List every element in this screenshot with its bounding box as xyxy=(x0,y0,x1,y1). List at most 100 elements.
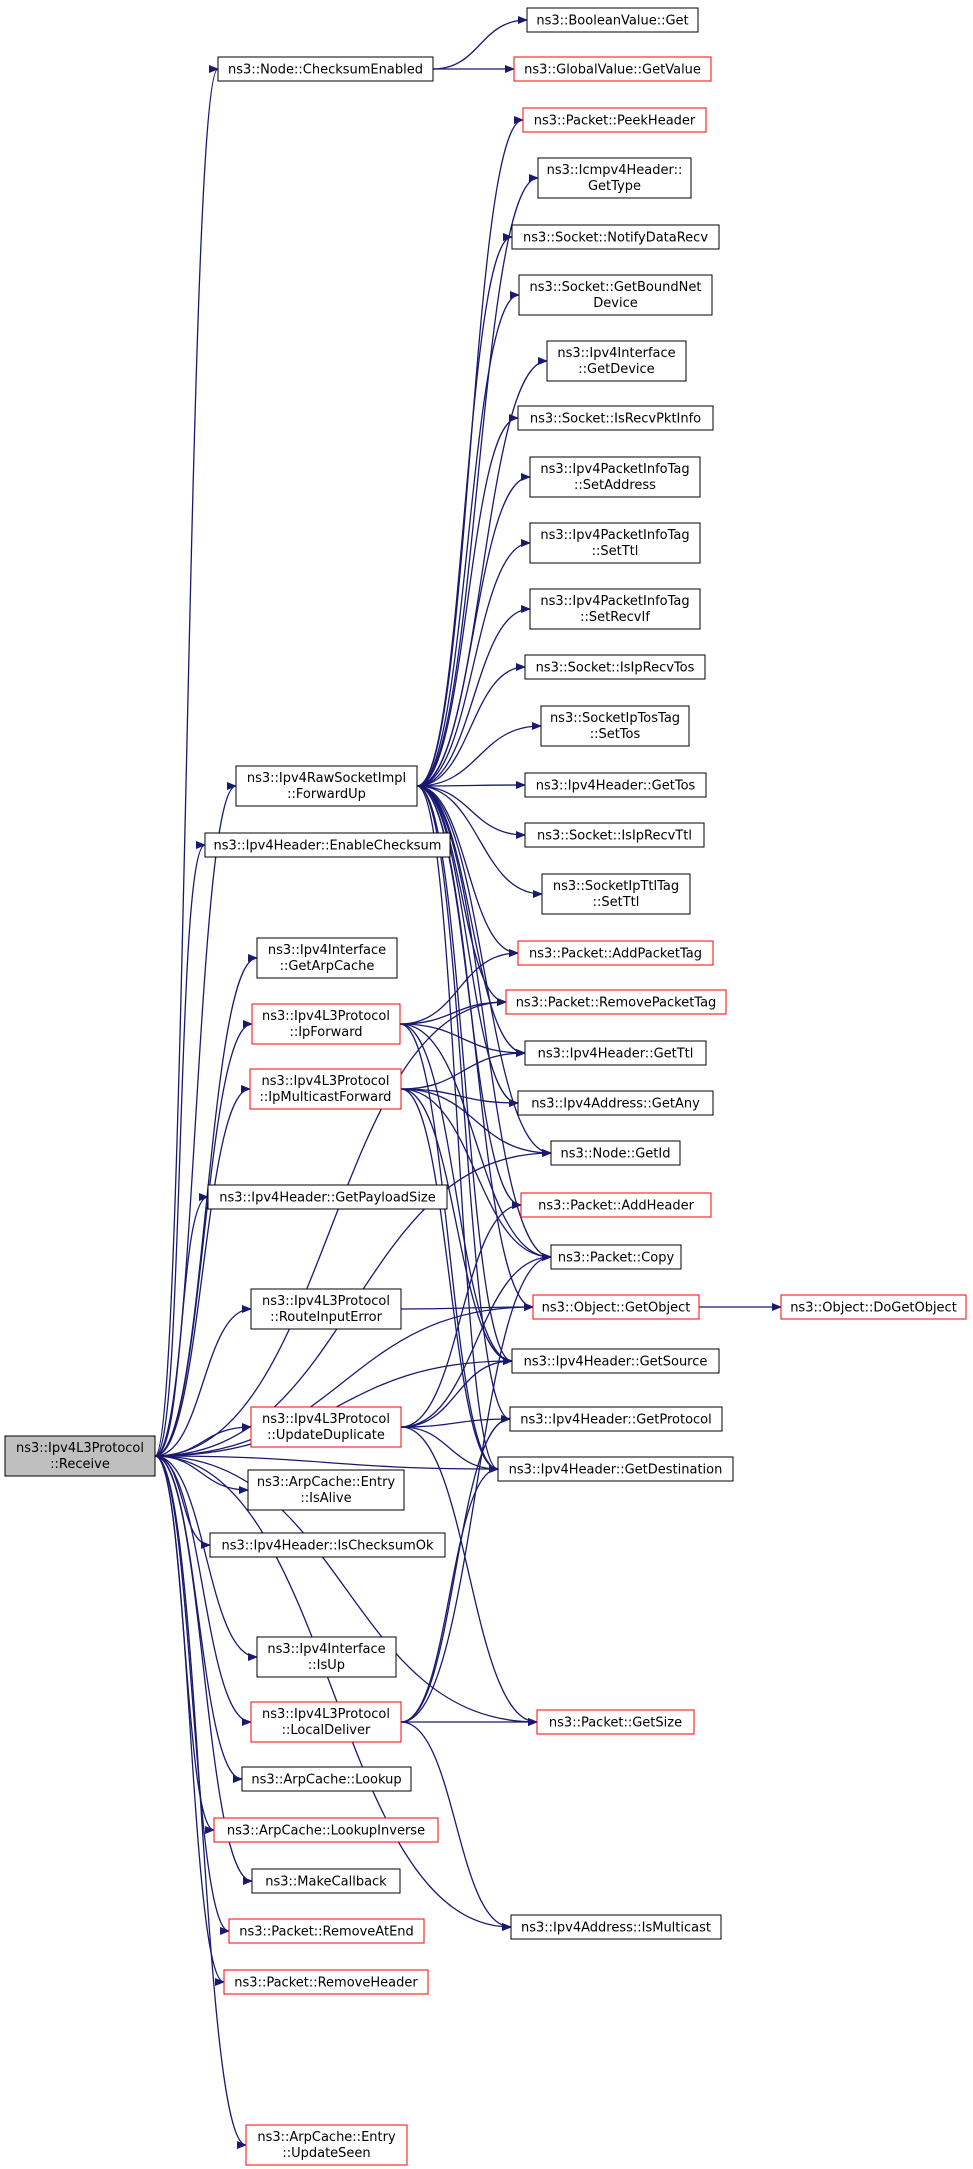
node-pktinfotag_setttl[interactable]: ns3::Ipv4PacketInfoTag::SetTtl xyxy=(529,522,701,564)
node-boolean_get[interactable]: ns3::BooleanValue::Get xyxy=(526,7,699,33)
node-label: ns3::Ipv4PacketInfoTag xyxy=(540,594,689,609)
node-label: ::LocalDeliver xyxy=(282,1723,371,1738)
edge-rawsocket_forwardup-to-ipv4header_getsource xyxy=(416,785,513,1365)
edge-updateduplicate-to-packet_copy xyxy=(400,1253,552,1428)
edge-rawsocket_forwardup-to-icmpv4_gettype xyxy=(416,174,539,787)
node-rawsocket_forwardup[interactable]: ns3::Ipv4RawSocketImpl::ForwardUp xyxy=(235,765,418,807)
node-label: ns3::Socket::IsRecvPktInfo xyxy=(530,412,701,427)
node-label: ::SetAddress xyxy=(574,478,656,493)
node-label: ns3::Ipv4L3Protocol xyxy=(16,1441,144,1456)
node-label: ::IsUp xyxy=(308,1658,345,1673)
node-ipv4header_getpayloadsize[interactable]: ns3::Ipv4Header::GetPayloadSize xyxy=(207,1184,448,1210)
node-makecallback[interactable]: ns3::MakeCallback xyxy=(251,1868,401,1894)
node-object_getobject[interactable]: ns3::Object::GetObject xyxy=(532,1294,700,1320)
edge-receive-to-packet_removepackettag xyxy=(154,998,507,1457)
edge-receive-to-ipv4address_ismulticast xyxy=(154,1455,512,1931)
node-label: ns3::Ipv4PacketInfoTag xyxy=(540,528,689,543)
node-box xyxy=(256,937,398,979)
node-ipv4if_getdevice[interactable]: ns3::Ipv4Interface::GetDevice xyxy=(546,340,687,382)
node-box xyxy=(511,224,720,250)
node-ipv4if_isup[interactable]: ns3::Ipv4Interface::IsUp xyxy=(256,1636,397,1678)
node-ipmulticastforward[interactable]: ns3::Ipv4L3Protocol::IpMulticastForward xyxy=(249,1068,402,1110)
node-icmpv4_gettype[interactable]: ns3::Icmpv4Header::GetType xyxy=(537,157,692,199)
edges-layer xyxy=(154,16,782,2149)
node-ipv4address_ismulticast[interactable]: ns3::Ipv4Address::IsMulticast xyxy=(510,1914,722,1940)
node-label: ::IsAlive xyxy=(300,1491,351,1506)
edge-receive-to-ipv4if_isup xyxy=(154,1455,258,1661)
node-arpcache_lookup[interactable]: ns3::ArpCache::Lookup xyxy=(241,1766,412,1792)
node-box xyxy=(529,522,701,564)
node-ipv4header_enablechecksum[interactable]: ns3::Ipv4Header::EnableChecksum xyxy=(204,832,451,858)
node-pktinfotag_setaddress[interactable]: ns3::Ipv4PacketInfoTag::SetAddress xyxy=(529,456,701,498)
node-arpcache_lookupinverse[interactable]: ns3::ArpCache::LookupInverse xyxy=(213,1817,439,1843)
edge-rawsocket_forwardup-to-ipv4address_getany xyxy=(416,785,519,1107)
node-global_getvalue[interactable]: ns3::GlobalValue::GetValue xyxy=(513,56,712,82)
node-label: ns3::Ipv4Interface xyxy=(267,1642,385,1657)
node-packet_addheader[interactable]: ns3::Packet::AddHeader xyxy=(520,1192,712,1218)
node-socket_isrecvpktinfo[interactable]: ns3::Socket::IsRecvPktInfo xyxy=(517,405,714,431)
node-label: ns3::Packet::Copy xyxy=(558,1251,675,1266)
node-label: Device xyxy=(593,296,637,311)
node-box xyxy=(550,1244,682,1270)
node-socketipttltag_setttl[interactable]: ns3::SocketIpTtlTag::SetTtl xyxy=(541,873,691,915)
node-box xyxy=(204,832,451,858)
edge-rawsocket_forwardup-to-socket_notifydatarecv xyxy=(416,233,513,787)
node-box xyxy=(524,822,705,848)
node-box xyxy=(517,940,714,966)
node-arpentry_isalive[interactable]: ns3::ArpCache::Entry::IsAlive xyxy=(247,1469,405,1511)
node-pktinfotag_setrecvif[interactable]: ns3::Ipv4PacketInfoTag::SetRecvIf xyxy=(529,588,701,630)
node-socketiptostag_settos[interactable]: ns3::SocketIpTosTag::SetTos xyxy=(540,705,690,747)
edge-ipforward-to-ipv4header_getdestination xyxy=(399,1023,499,1473)
edge-rawsocket_forwardup-to-object_getobject xyxy=(416,785,534,1311)
node-ipv4header_getdestination[interactable]: ns3::Ipv4Header::GetDestination xyxy=(497,1456,734,1482)
node-updateduplicate[interactable]: ns3::Ipv4L3Protocol::UpdateDuplicate xyxy=(250,1406,402,1448)
node-box xyxy=(550,1140,681,1166)
node-packet_getsize[interactable]: ns3::Packet::GetSize xyxy=(536,1709,695,1735)
edge-rawsocket_forwardup-to-ipv4header_gettos xyxy=(416,781,526,790)
node-box xyxy=(510,1914,722,1940)
node-ipforward[interactable]: ns3::Ipv4L3Protocol::IpForward xyxy=(251,1003,401,1045)
node-receive[interactable]: ns3::Ipv4L3Protocol::Receive xyxy=(4,1435,156,1477)
node-ipv4header_ischecksumok[interactable]: ns3::Ipv4Header::IsChecksumOk xyxy=(209,1532,446,1558)
edge-ipmulticastforward-to-ipv4header_getsource xyxy=(400,1088,513,1365)
node-box xyxy=(235,765,418,807)
edge-receive-to-ipmulticastforward xyxy=(154,1085,251,1457)
node-ipv4header_getprotocol[interactable]: ns3::Ipv4Header::GetProtocol xyxy=(509,1406,723,1432)
edge-receive-to-arpentry_updateseen xyxy=(154,1455,247,2149)
node-ipv4header_gettos[interactable]: ns3::Ipv4Header::GetTos xyxy=(524,772,707,798)
node-packet_removeheader[interactable]: ns3::Packet::RemoveHeader xyxy=(223,1969,429,1995)
node-localdeliver[interactable]: ns3::Ipv4L3Protocol::LocalDeliver xyxy=(250,1701,402,1743)
edge-rawsocket_forwardup-to-pktinfotag_setttl xyxy=(416,539,531,787)
node-packet_copy[interactable]: ns3::Packet::Copy xyxy=(550,1244,682,1270)
node-packet_addpackettag[interactable]: ns3::Packet::AddPacketTag xyxy=(517,940,714,966)
node-checksum_enabled[interactable]: ns3::Node::ChecksumEnabled xyxy=(217,56,434,82)
node-label: ns3::Ipv4L3Protocol xyxy=(262,1412,390,1427)
edge-localdeliver-to-ipv4header_getprotocol xyxy=(400,1415,511,1723)
edge-checksum_enabled-to-boolean_get xyxy=(432,16,528,70)
node-ipv4header_getsource[interactable]: ns3::Ipv4Header::GetSource xyxy=(511,1348,720,1374)
node-socket_notifydatarecv[interactable]: ns3::Socket::NotifyDataRecv xyxy=(511,224,720,250)
node-box xyxy=(529,588,701,630)
node-ipv4if_getarpcache[interactable]: ns3::Ipv4Interface::GetArpCache xyxy=(256,937,398,979)
node-socket_isiprecvtos[interactable]: ns3::Socket::IsIpRecvTos xyxy=(524,654,706,680)
node-box xyxy=(249,1068,402,1110)
node-object_dogetobject[interactable]: ns3::Object::DoGetObject xyxy=(780,1294,967,1320)
node-packet_removeatend[interactable]: ns3::Packet::RemoveAtEnd xyxy=(228,1918,425,1944)
node-ipv4address_getany[interactable]: ns3::Ipv4Address::GetAny xyxy=(517,1090,714,1116)
node-label: ::RouteInputError xyxy=(270,1310,383,1325)
node-packet_removepackettag[interactable]: ns3::Packet::RemovePacketTag xyxy=(505,989,727,1015)
edge-rawsocket_forwardup-to-node_getid xyxy=(416,785,552,1157)
node-socket_isiprecvttl[interactable]: ns3::Socket::IsIpRecvTtl xyxy=(524,822,705,848)
node-ipv4header_getttl[interactable]: ns3::Ipv4Header::GetTtl xyxy=(524,1040,707,1066)
node-node_getid[interactable]: ns3::Node::GetId xyxy=(550,1140,681,1166)
node-label: ns3::Socket::IsIpRecvTos xyxy=(536,661,695,676)
node-routeinputerror[interactable]: ns3::Ipv4L3Protocol::RouteInputError xyxy=(250,1288,402,1330)
edge-receive-to-packet_getsize xyxy=(154,1455,538,1726)
node-arpentry_updateseen[interactable]: ns3::ArpCache::Entry::UpdateSeen xyxy=(245,2124,408,2166)
node-label: ns3::Icmpv4Header:: xyxy=(547,163,683,178)
edge-ipforward-to-ipv4header_getsource xyxy=(399,1023,513,1365)
node-box xyxy=(517,405,714,431)
edge-ipforward-to-packet_addpackettag xyxy=(399,949,519,1025)
node-packet_peekheader[interactable]: ns3::Packet::PeekHeader xyxy=(522,107,707,133)
